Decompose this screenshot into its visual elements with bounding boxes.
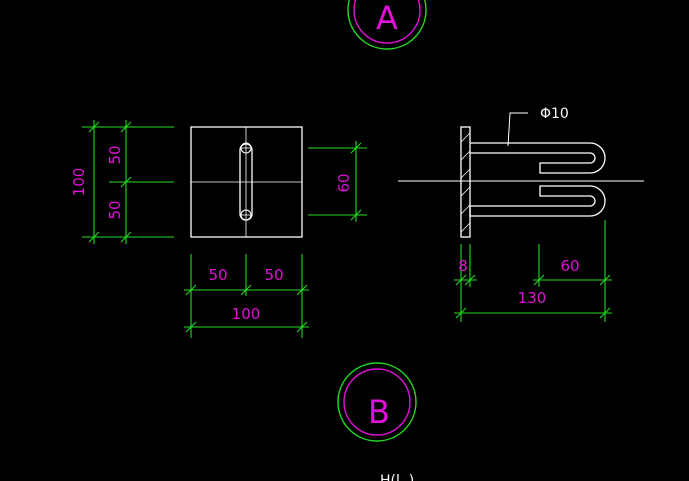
plan-height-dimensions: [82, 120, 174, 244]
bubble-b-inner-circle: [343, 368, 411, 436]
bubble-a-outer-circle: [347, 0, 427, 50]
dim-plate: 8: [458, 257, 468, 275]
side-plate: [460, 126, 471, 238]
dim-height-total: 100: [70, 168, 88, 197]
dim-slot: 60: [335, 173, 353, 192]
plan-width-dimensions: [184, 254, 309, 338]
side-view: Φ10: [398, 106, 644, 238]
rebar-leader: [507, 112, 528, 147]
dim-bend: 60: [560, 257, 579, 275]
plan-view: [190, 126, 303, 238]
rebar-note: Φ10: [540, 106, 569, 122]
dim-height-upper: 50: [106, 145, 124, 164]
dim-width-right: 50: [264, 266, 283, 284]
rebar-upper-hook: [470, 142, 606, 174]
bubble-b-label: B: [368, 393, 390, 431]
side-dimensions: [454, 220, 612, 322]
rebar-lower-hook: [469, 185, 606, 217]
dim-width-total: 100: [232, 305, 261, 323]
section-bubble-a: A: [347, 0, 427, 50]
dim-total: 130: [518, 289, 547, 307]
section-bubble-b: B: [337, 362, 417, 442]
slot-length-dimension: [308, 141, 367, 222]
bubble-b-outer-circle: [337, 362, 417, 442]
bubble-a-inner-circle: [353, 0, 421, 44]
plate-hatching: [460, 132, 471, 233]
dim-height-lower: 50: [106, 200, 124, 219]
bubble-a-label: A: [376, 0, 398, 37]
footer-text: H(l..): [380, 473, 414, 481]
dim-width-left: 50: [208, 266, 227, 284]
